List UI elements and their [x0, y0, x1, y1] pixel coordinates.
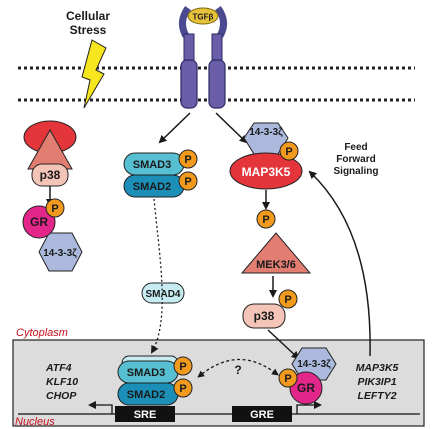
smad4-shape — [141, 282, 185, 304]
phospho-p38-right — [278, 289, 298, 309]
ywhaz-nuc-label: 14-3-3ζ — [297, 359, 331, 370]
gr-nuc-label: GR — [297, 381, 315, 395]
phospho-label: P — [179, 361, 186, 373]
feed-forward-label: Feed Forward Signaling — [334, 142, 379, 177]
p38-complex-left: p38 — [23, 120, 77, 187]
feed-forward-line-2: Forward — [336, 154, 375, 165]
gene-label: CHOP — [46, 390, 77, 402]
tgf-beta-label: TGFβ — [193, 13, 214, 22]
phospho-label: P — [285, 146, 292, 158]
smad3-nuc-label: SMAD3 — [127, 367, 166, 379]
tgf-beta-ligand: TGFβ — [187, 7, 219, 25]
map3k5-label: MAP3K5 — [242, 165, 291, 179]
gene-label: PIK3IP1 — [357, 376, 396, 388]
phospho-label: P — [284, 294, 291, 306]
sre-label: SRE — [134, 409, 157, 421]
tgf-beta-receptor — [179, 5, 227, 109]
stress-line-2: Stress — [70, 23, 107, 37]
smad2-nuc-label: SMAD2 — [127, 389, 166, 401]
arrow-receptor-to-map3k5 — [215, 112, 248, 144]
smad-complex-cytoplasm: SMAD3 SMAD2 P P — [123, 149, 198, 198]
transcription-arrow-left — [88, 401, 113, 414]
arrow-feed-forward — [308, 170, 371, 357]
mek-label: MEK3/6 — [256, 259, 296, 271]
nucleus-box — [12, 339, 425, 427]
cellular-stress-label: Cellular Stress — [66, 9, 110, 37]
smad-complex-nucleus: SMAD3 SMAD2 P P — [117, 355, 193, 406]
unknown-label: ? — [234, 363, 241, 377]
p38-right-label: p38 — [254, 309, 275, 323]
gene-label: KLF10 — [46, 376, 78, 388]
smad2-label: SMAD2 — [133, 181, 172, 193]
map3k5-shape — [229, 152, 303, 190]
phospho-label: P — [184, 176, 191, 188]
phospho-map3k5 — [279, 141, 299, 161]
arrow-p38-to-gr-nucleus — [267, 329, 300, 360]
smad3-label: SMAD3 — [133, 159, 172, 171]
smad4-label: SMAD4 — [145, 289, 180, 300]
ywhaz-right-label: 14-3-3ζ — [249, 127, 283, 138]
sre-element — [115, 406, 175, 422]
feed-forward-line-3: Signaling — [334, 166, 379, 177]
feed-forward-line-1: Feed — [344, 142, 367, 153]
lightning-bolt-icon — [81, 39, 107, 109]
nucleus-label: Nucleus — [15, 416, 55, 428]
p38-left-label: p38 — [40, 168, 61, 182]
phospho-label: P — [262, 214, 269, 226]
mek-shape — [240, 232, 312, 274]
gr-left-shape — [22, 205, 56, 239]
gre-label: GRE — [250, 409, 274, 421]
p38-right-shape — [242, 303, 286, 329]
gene-label: MAP3K5 — [356, 362, 399, 374]
gene-label: LEFTY2 — [357, 390, 396, 402]
phospho-gr-nuc — [278, 368, 298, 388]
arrow-receptor-to-smad — [158, 112, 191, 144]
gre-element — [232, 406, 292, 422]
phospho-label: P — [51, 203, 58, 215]
phospho-label: P — [184, 154, 191, 166]
gr-left-label: GR — [30, 215, 48, 229]
cytoplasm-label: Cytoplasm — [16, 327, 68, 339]
phospho-label: P — [284, 373, 291, 385]
arrow-unknown-interaction — [197, 358, 279, 378]
ywhaz-left-shape — [38, 232, 83, 272]
phospho-mek — [256, 209, 276, 229]
gr-nuc-shape — [289, 371, 323, 405]
stress-line-1: Cellular — [66, 9, 110, 23]
phospho-gr-left — [45, 198, 65, 218]
transcription-arrow-right — [296, 401, 322, 414]
arrow-smad-translocation — [151, 198, 163, 354]
gene-label: ATF4 — [45, 362, 72, 374]
ywhaz-left-label: 14-3-3ζ — [43, 248, 77, 259]
phospho-label: P — [179, 383, 186, 395]
